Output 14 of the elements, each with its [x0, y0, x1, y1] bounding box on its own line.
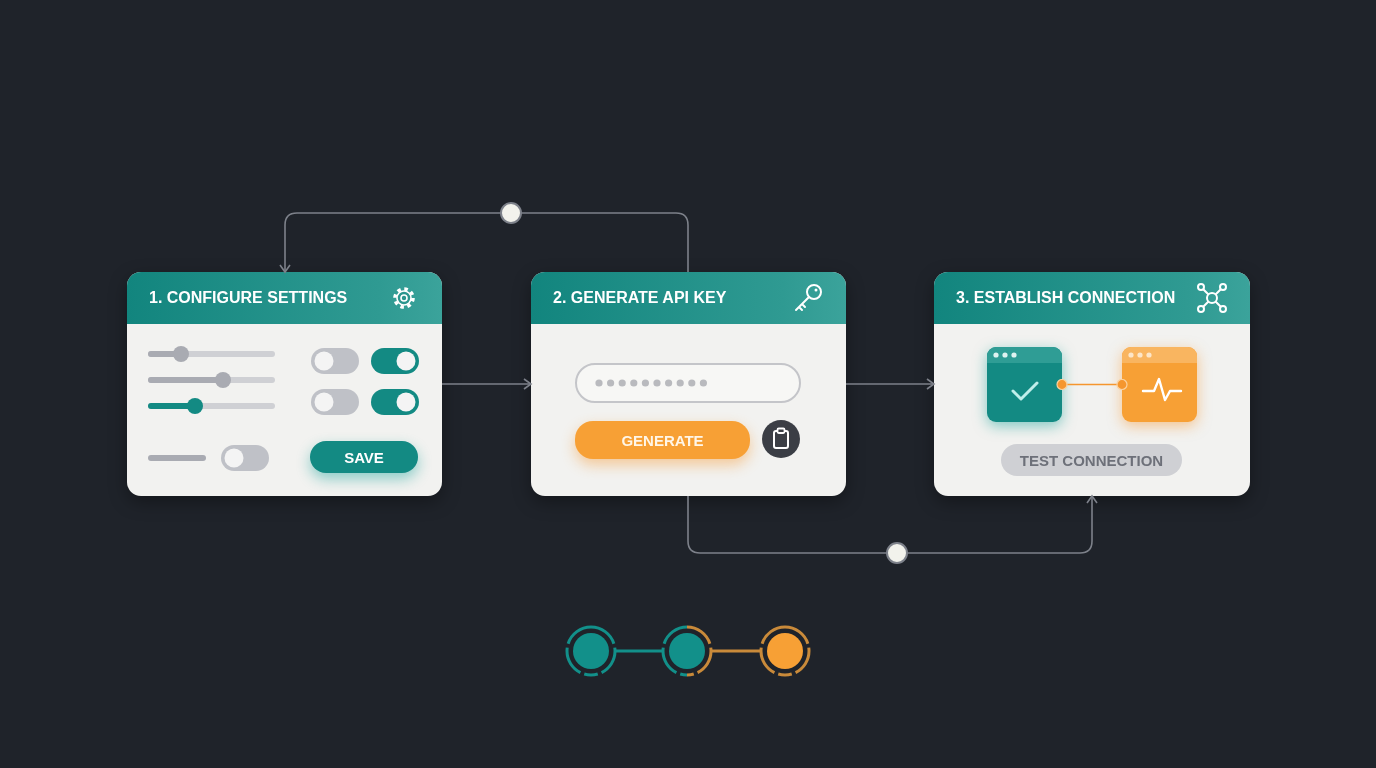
app-window: [987, 347, 1062, 422]
step-card: [934, 272, 1250, 496]
step-title: 1. CONFIGURE SETTINGS: [149, 289, 348, 307]
button: TEST CONNECTION: [1001, 444, 1182, 476]
step-title: 2. GENERATE API KEY: [553, 289, 727, 307]
button: GENERATE: [575, 421, 750, 459]
step-indicator: [662, 626, 712, 676]
step-card: [531, 272, 846, 496]
button: SAVE: [310, 441, 418, 473]
step-title: 3. ESTABLISH CONNECTION: [956, 289, 1176, 307]
step-card: [127, 272, 442, 496]
app-window: [1122, 347, 1197, 422]
step-indicator: [566, 626, 616, 676]
step-indicator: [760, 626, 810, 676]
